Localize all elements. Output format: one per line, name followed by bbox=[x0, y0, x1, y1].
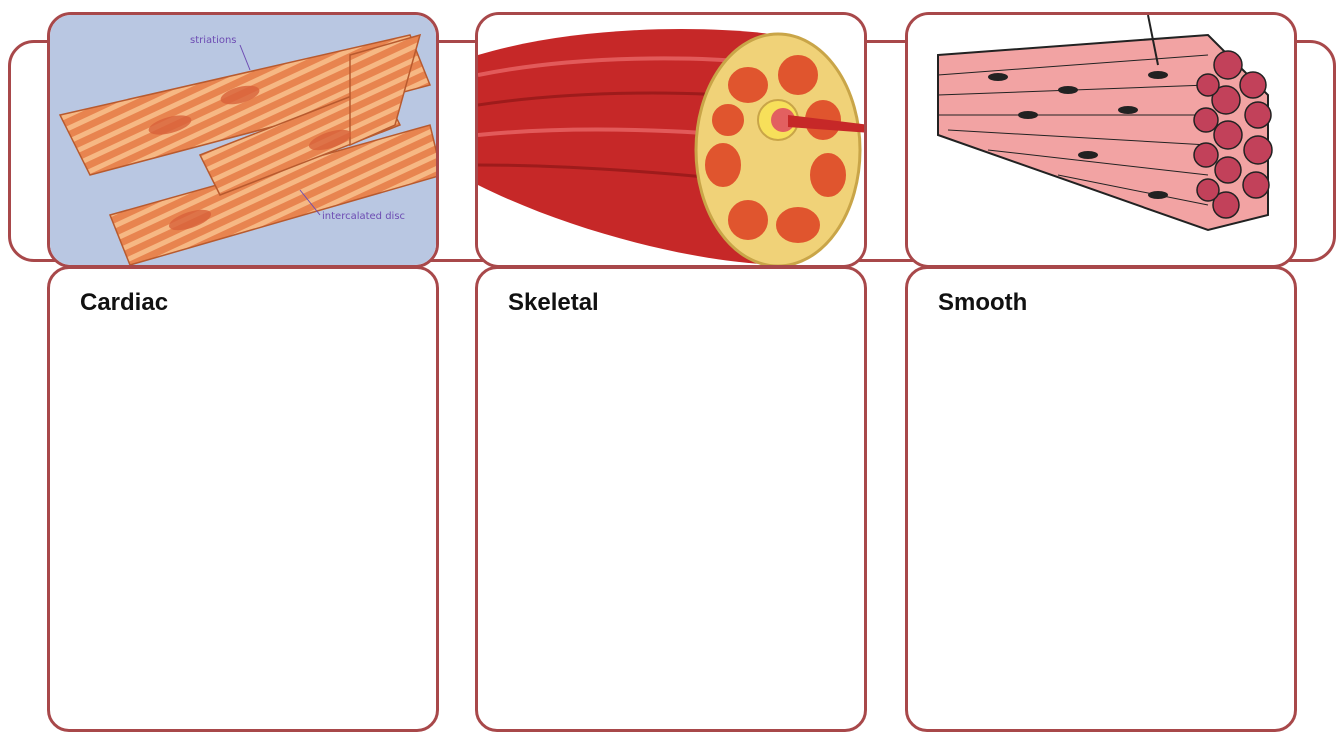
smooth-label-box: Smooth bbox=[905, 266, 1297, 732]
cardiac-label-box: Cardiac bbox=[47, 266, 439, 732]
cardiac-title: Cardiac bbox=[80, 289, 168, 317]
skeletal-image-frame bbox=[475, 12, 867, 268]
smooth-image-frame bbox=[905, 12, 1297, 268]
cardiac-image-frame: striations intercalated disc bbox=[47, 12, 439, 268]
smooth-muscle-illustration bbox=[908, 15, 1297, 268]
skeletal-label-box: Skeletal bbox=[475, 266, 867, 732]
intercalated-disc-annotation: intercalated disc bbox=[322, 211, 405, 222]
striations-annotation: striations bbox=[190, 35, 237, 46]
cardiac-muscle-illustration: striations intercalated disc bbox=[50, 15, 439, 268]
skeletal-title: Skeletal bbox=[508, 289, 599, 317]
skeletal-muscle-illustration bbox=[478, 15, 867, 268]
smooth-title: Smooth bbox=[938, 289, 1027, 317]
